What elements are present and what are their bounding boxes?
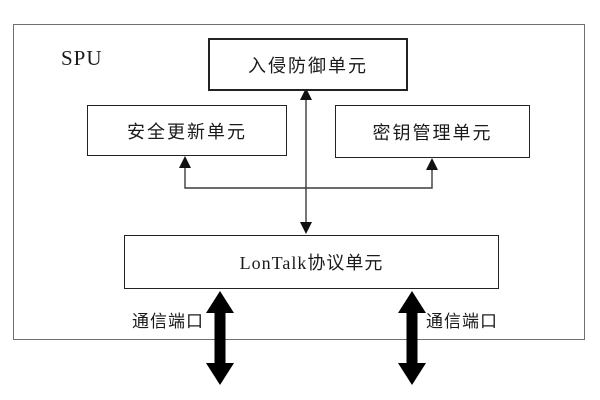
key-management-unit-label: 密钥管理单元 (372, 122, 493, 143)
security-update-unit-box: 安全更新单元 (87, 105, 287, 156)
spu-container-box (13, 24, 585, 340)
comm-port-label-right: 通信端口 (426, 312, 498, 331)
comm-port-label-left: 通信端口 (132, 312, 204, 331)
intrusion-prevention-unit-label: 入侵防御单元 (248, 55, 368, 76)
lontalk-protocol-unit-box: LonTalk协议单元 (124, 235, 499, 289)
intrusion-prevention-unit-box: 入侵防御单元 (208, 38, 408, 91)
key-management-unit-box: 密钥管理单元 (335, 105, 530, 158)
security-update-unit-label: 安全更新单元 (127, 121, 247, 142)
spu-container-label: SPU (61, 46, 103, 70)
lontalk-protocol-unit-label: LonTalk协议单元 (239, 253, 384, 273)
